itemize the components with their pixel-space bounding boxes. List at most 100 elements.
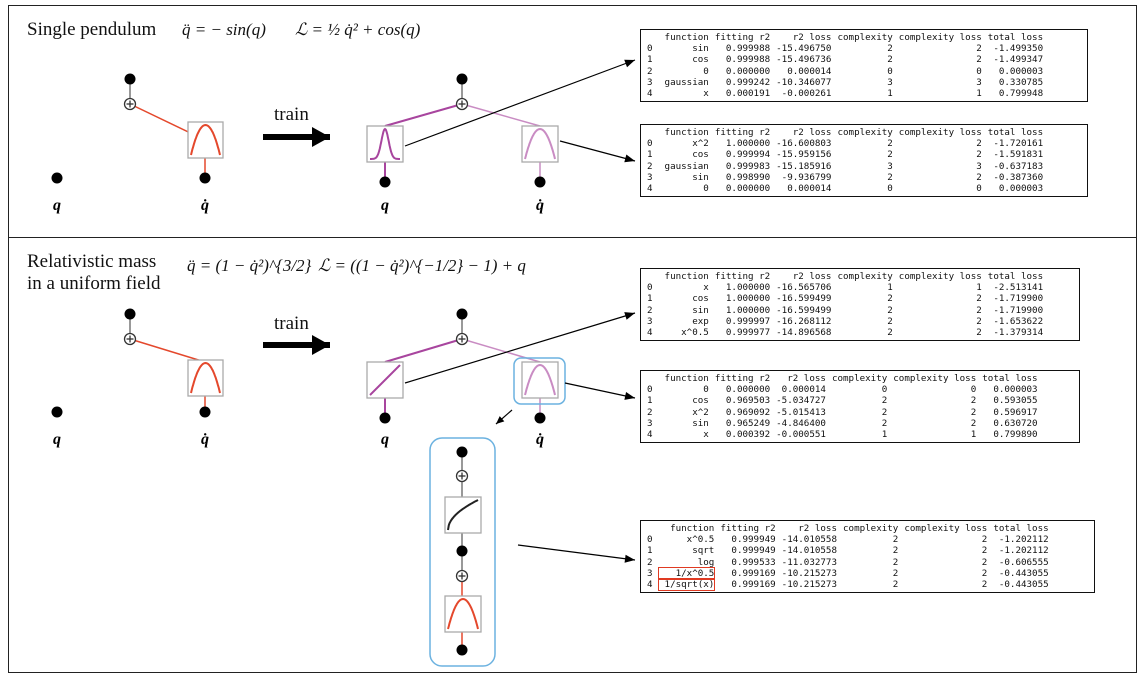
table-cell: 0 [647, 43, 653, 55]
table-cell: 0.999949 [731, 534, 776, 546]
table-cell: -14.010558 [781, 534, 837, 546]
node [199, 172, 211, 184]
column-header: function [670, 523, 715, 534]
table-cell: 0.000191 [725, 88, 771, 100]
column-header: total loss [982, 373, 1038, 384]
function-cell: sin [692, 43, 709, 55]
table-cell: 2 [970, 417, 977, 429]
table-cell: -11.032773 [781, 556, 837, 568]
edge-sum-to-left-box [384, 103, 463, 127]
column-header: r2 loss [792, 32, 832, 43]
node [124, 73, 136, 85]
table-cell: 2 [647, 556, 653, 568]
table-cell: 0.799948 [998, 88, 1044, 100]
function-cell: cos [692, 293, 709, 305]
table-cell: 2 [976, 54, 982, 66]
pointer-arrow-left-branch [404, 312, 636, 384]
table-cell: 2 [887, 54, 893, 66]
table-cell: 3 [887, 76, 893, 88]
table-cell: -10.215273 [781, 579, 837, 591]
table-cell: -1.591831 [993, 149, 1044, 161]
table-cell: 2 [887, 327, 893, 339]
table-cell: 1.000000 [725, 304, 771, 316]
table-cell: 0.000014 [781, 384, 826, 396]
panel2-train-label: train [274, 313, 309, 334]
table-cell: 0 [647, 384, 653, 396]
edge-sum-to-right-box [461, 103, 541, 127]
function-cell: cos [692, 54, 709, 66]
variable-label: q [381, 197, 389, 214]
function-cell: 1/x^0.5 [657, 566, 716, 581]
train-arrow-head [312, 335, 330, 355]
column-header: function [664, 127, 709, 138]
node [51, 406, 63, 418]
table-cell: 3 [647, 417, 653, 429]
table-cell: -0.637183 [993, 160, 1044, 172]
column-header [647, 32, 659, 43]
column-header: total loss [987, 32, 1044, 43]
node [199, 406, 211, 418]
column-header: total loss [993, 523, 1049, 534]
table-cell: -1.202112 [998, 545, 1049, 557]
highlight-box [513, 357, 566, 405]
table-cell: -16.600803 [776, 138, 832, 150]
table-cell: -10.346077 [776, 76, 832, 88]
table-cell: -1.499347 [993, 54, 1044, 66]
table-cell: 0.999988 [725, 54, 771, 66]
table-cell: 0 [887, 183, 893, 195]
table-cell: 4 [647, 88, 653, 100]
table-cell: 1.000000 [725, 293, 771, 305]
column-header: total loss [987, 127, 1044, 138]
table-cell: -9.936799 [781, 171, 832, 183]
edge-sum-to-left-box [384, 338, 463, 363]
table-cell: -2.513141 [993, 282, 1044, 294]
function-cell: log [697, 556, 715, 568]
column-header: function [664, 373, 709, 384]
table-cell: -16.599499 [776, 293, 832, 305]
zoom-arrow-head [496, 416, 505, 424]
table-cell: -1.719900 [993, 304, 1044, 316]
function-cell: x^2 [692, 406, 709, 418]
table-cell: -0.443055 [998, 579, 1049, 591]
table-cell: 2 [887, 304, 893, 316]
function-cell: cos [692, 149, 709, 161]
table-cell: 2 [887, 315, 893, 327]
table-cell: -10.215273 [781, 567, 837, 579]
table-cell: 3 [647, 315, 653, 327]
table-cell: 4 [647, 579, 653, 591]
table-cell: 1 [647, 149, 653, 161]
table-cell: 2 [887, 43, 893, 55]
panel1-train-label: train [274, 104, 309, 125]
column-header: r2 loss [798, 523, 837, 534]
table-cell: 2 [647, 304, 653, 316]
table-cell: 3 [887, 160, 893, 172]
column-header: fitting r2 [714, 32, 771, 43]
table-cell: -0.443055 [998, 567, 1049, 579]
table-cell: 2 [981, 579, 988, 591]
table-cell: 2 [976, 171, 982, 183]
column-header [647, 373, 659, 384]
parabola-curve [190, 123, 221, 156]
table-cell: 2 [976, 149, 982, 161]
function-cell: sqrt [692, 545, 715, 557]
column-header: r2 loss [792, 271, 832, 282]
table-cell: 2 [981, 556, 988, 568]
table-cell: 2 [892, 556, 899, 568]
column-header: function [664, 32, 709, 43]
pointer-arrow-left-branch [404, 59, 636, 147]
table-cell: 0 [887, 65, 893, 77]
function-cell: x^0.5 [681, 327, 709, 339]
pointer-arrow-subnetwork-head [624, 554, 635, 563]
table-cell: 0.999949 [731, 545, 776, 557]
table-cell: 0.999242 [725, 76, 771, 88]
panel2-title-line1: Relativistic mass [27, 251, 157, 272]
